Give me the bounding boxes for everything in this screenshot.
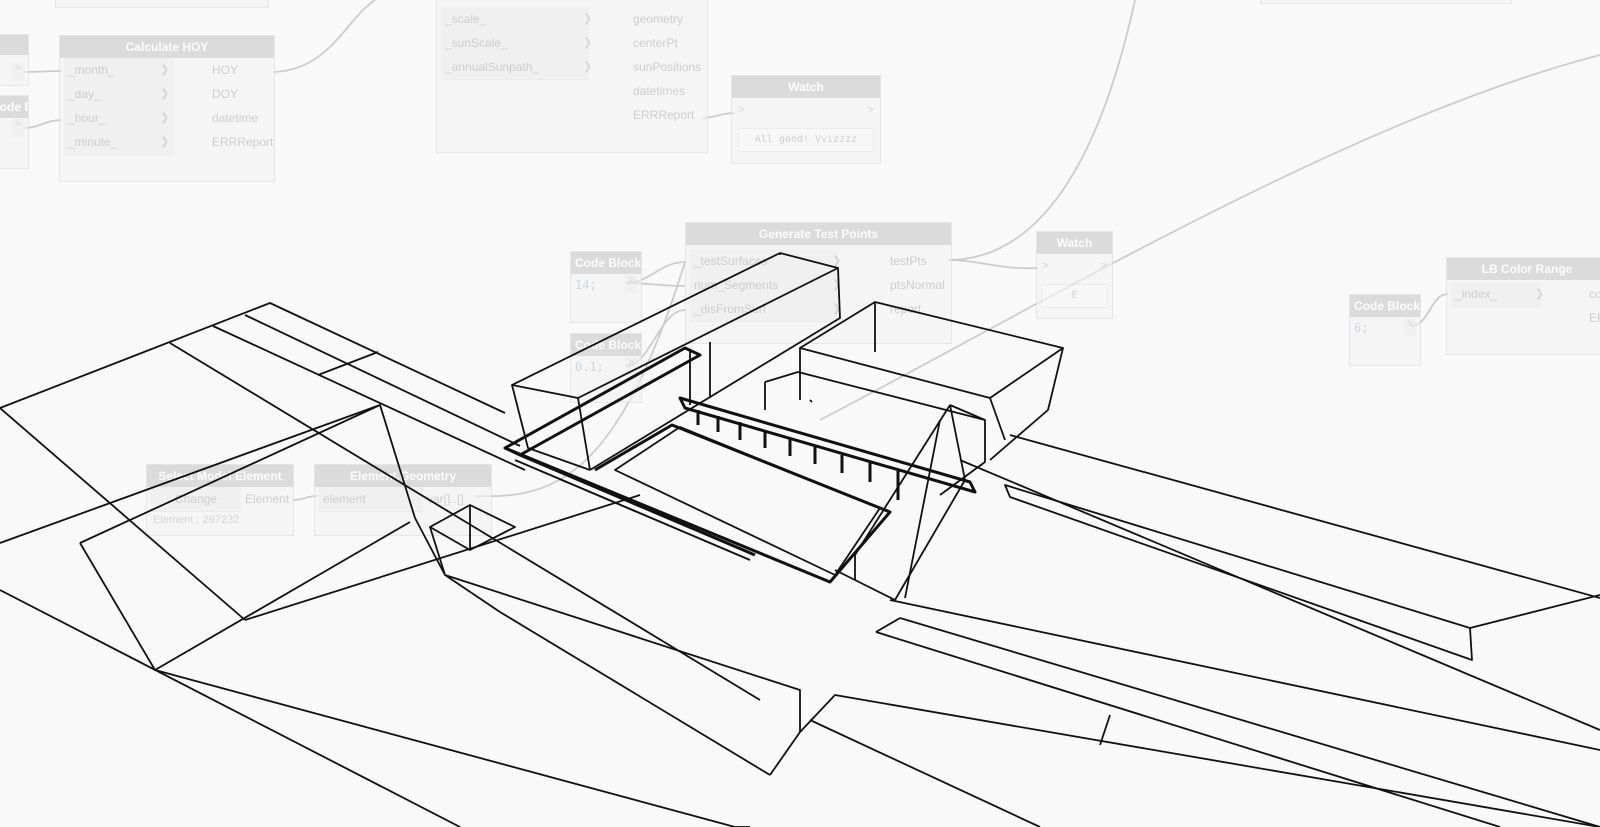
- node-title: Code Block: [1350, 295, 1420, 317]
- output-port-arrow[interactable]: >: [12, 63, 24, 81]
- wire: [272, 0, 376, 73]
- node-title: Code Block: [571, 334, 641, 356]
- input-port[interactable]: _testSurfaces: [690, 249, 838, 274]
- calculate-hoy-node[interactable]: Calculate HOY _month_❯HOY _day_❯DOY _hou…: [59, 35, 275, 182]
- partial-node-left-top[interactable]: >: [0, 34, 29, 86]
- input-port[interactable]: _day_: [64, 82, 174, 107]
- output-port[interactable]: sunPositions: [633, 60, 702, 74]
- partial-node-top[interactable]: [55, 0, 269, 8]
- input-port[interactable]: _month_: [64, 58, 174, 83]
- partial-node-top-right[interactable]: [1260, 0, 1512, 4]
- lb-color-range-node[interactable]: LB Color Range _index_❯ co ER: [1446, 257, 1600, 355]
- select-model-element-node[interactable]: Select Model Element Change Element Elem…: [146, 464, 294, 536]
- chevron-right-icon: ❯: [160, 64, 170, 76]
- node-title: Element.Geometry: [315, 465, 491, 487]
- code-block-node-left[interactable]: Code Block >: [0, 95, 29, 169]
- output-port[interactable]: ERRReport: [212, 135, 274, 149]
- generate-test-points-node[interactable]: Generate Test Points _testSurfaces❯testP…: [685, 222, 952, 344]
- output-port[interactable]: HOY: [212, 63, 239, 77]
- output-port[interactable]: report: [890, 302, 922, 316]
- wire: [23, 119, 63, 129]
- input-port[interactable]: num_Segments: [690, 273, 838, 298]
- input-port-arrow[interactable]: >: [738, 104, 745, 116]
- node-title: Code Block: [0, 96, 28, 118]
- input-port[interactable]: _scale_: [441, 7, 589, 32]
- input-port[interactable]: _disFromSurf: [690, 297, 838, 322]
- watch-node-mid[interactable]: Watch > > E: [1036, 231, 1113, 319]
- input-port[interactable]: _sunScale_: [441, 31, 589, 56]
- input-port[interactable]: element: [319, 487, 423, 512]
- node-title: LB Color Range: [1447, 258, 1600, 280]
- code-block-node-6[interactable]: Code Block 6; >: [1349, 294, 1421, 366]
- output-port[interactable]: co: [1589, 287, 1600, 301]
- output-port-arrow[interactable]: >: [1100, 260, 1107, 272]
- output-port[interactable]: Element: [245, 492, 290, 506]
- input-port-arrow[interactable]: >: [1042, 260, 1049, 272]
- input-port[interactable]: _annualSunpath_: [441, 55, 589, 80]
- output-port[interactable]: ptsNormal: [890, 278, 945, 292]
- input-port[interactable]: _hour_: [64, 106, 174, 131]
- output-port[interactable]: ER: [1589, 311, 1600, 325]
- code-block-node-14[interactable]: Code Block 14; >: [570, 251, 642, 323]
- output-port[interactable]: centerPt: [633, 36, 678, 50]
- element-geometry-node[interactable]: Element.Geometry element var[]..[]: [314, 464, 492, 536]
- chevron-right-icon: ❯: [832, 303, 842, 315]
- sunpath-node[interactable]: _scale_❯geometry _sunScale_❯centerPt _an…: [436, 0, 708, 153]
- chevron-right-icon: ❯: [583, 13, 593, 25]
- chevron-right-icon: ❯: [160, 112, 170, 124]
- watch-node-top[interactable]: Watch > > All good! Vvizzzz: [731, 75, 881, 164]
- change-button[interactable]: Change: [151, 487, 241, 512]
- node-title: Calculate HOY: [60, 36, 274, 58]
- element-id-label: Element : 297232: [153, 514, 240, 526]
- wire: [947, 259, 1039, 270]
- output-port[interactable]: geometry: [633, 12, 684, 26]
- chevron-right-icon: ❯: [583, 37, 593, 49]
- output-port-arrow[interactable]: >: [1404, 318, 1416, 336]
- watch-value: E: [1041, 284, 1108, 308]
- chevron-right-icon: ❯: [1535, 288, 1545, 300]
- output-port[interactable]: datetime: [212, 111, 259, 125]
- chevron-right-icon: ❯: [160, 88, 170, 100]
- output-port-arrow[interactable]: >: [12, 119, 24, 137]
- input-port[interactable]: _minute_: [64, 130, 174, 155]
- watch-value: All good! Vvizzzz: [738, 128, 874, 152]
- output-port[interactable]: ERRReport: [633, 108, 695, 122]
- node-title: Watch: [1037, 232, 1112, 254]
- chevron-right-icon: ❯: [832, 255, 842, 267]
- output-port[interactable]: var[]..[]: [427, 492, 464, 506]
- output-port[interactable]: DOY: [212, 87, 239, 101]
- chevron-right-icon: ❯: [160, 136, 170, 148]
- code-text[interactable]: 6;: [1354, 321, 1369, 335]
- output-port-arrow[interactable]: >: [625, 275, 637, 293]
- output-port[interactable]: datetimes: [633, 84, 686, 98]
- node-title: Generate Test Points: [686, 223, 951, 245]
- output-port-arrow[interactable]: >: [867, 104, 874, 116]
- output-port-arrow[interactable]: >: [625, 357, 637, 375]
- chevron-right-icon: ❯: [583, 61, 593, 73]
- chevron-right-icon: ❯: [832, 279, 842, 291]
- wire: [23, 70, 63, 73]
- code-block-node-01[interactable]: Code Block 0.1; >: [570, 333, 642, 403]
- output-port[interactable]: testPts: [890, 254, 927, 268]
- wire: [947, 0, 1136, 261]
- node-title: Select Model Element: [147, 465, 293, 487]
- node-title: Watch: [732, 76, 880, 98]
- node-title: Code Block: [571, 252, 641, 274]
- input-port[interactable]: _index_: [1451, 282, 1541, 307]
